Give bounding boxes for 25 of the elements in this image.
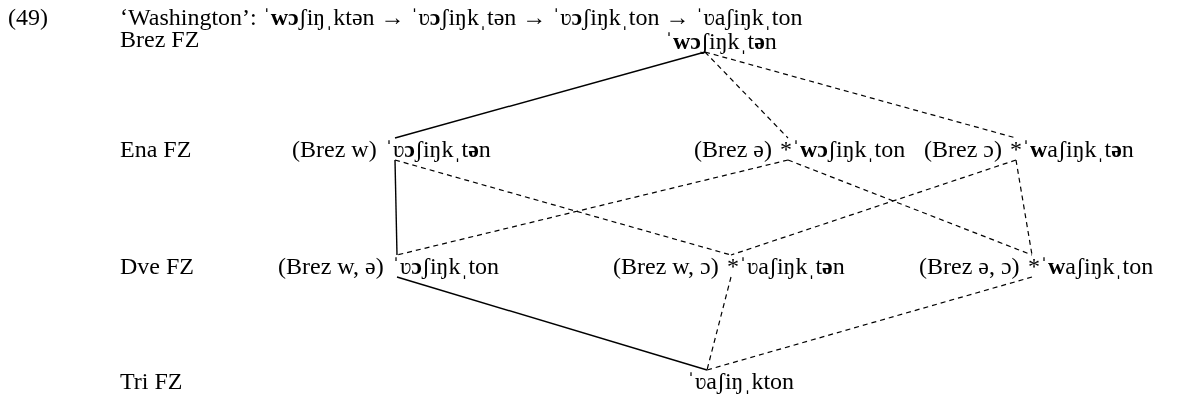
- word-form: ˈʋaʃiŋˌkton: [687, 368, 795, 394]
- constraint-annotation: (Brez w, ɔ): [613, 253, 719, 279]
- connector-line: [706, 276, 1033, 371]
- constraint-annotation: (Brez w, ə): [278, 253, 384, 279]
- word-form: *ˈwaʃiŋkˌton: [1028, 253, 1154, 279]
- constraint-annotation: (Brez w): [292, 136, 377, 162]
- row-label: Ena FZ: [120, 136, 192, 162]
- constraint-annotation: (Brez ə): [694, 136, 772, 162]
- example-number: (49): [8, 4, 48, 30]
- connector-line: [706, 276, 732, 371]
- connector-line: [394, 159, 398, 256]
- connector-line: [704, 51, 789, 139]
- word-form: *ˈwaʃiŋkˌtən: [1010, 136, 1134, 162]
- word-form: *ˈwɔʃiŋkˌton: [780, 136, 906, 162]
- row-label: Tri FZ: [120, 368, 183, 394]
- connector-line: [787, 159, 1033, 256]
- constraint-annotation: (Brez ə, ɔ): [919, 253, 1020, 279]
- connector-line: [396, 276, 708, 371]
- word-form: ˈʋɔʃiŋkˌton: [392, 253, 500, 279]
- word-form: ˈʋɔʃiŋkˌtən: [385, 136, 491, 162]
- connector-line: [730, 159, 1017, 256]
- word-form: *ˈʋaʃiŋkˌtən: [727, 253, 845, 279]
- row-label: Dve FZ: [120, 253, 194, 279]
- connector-line: [1015, 159, 1033, 256]
- constraint-annotation: (Brez ɔ): [924, 136, 1002, 162]
